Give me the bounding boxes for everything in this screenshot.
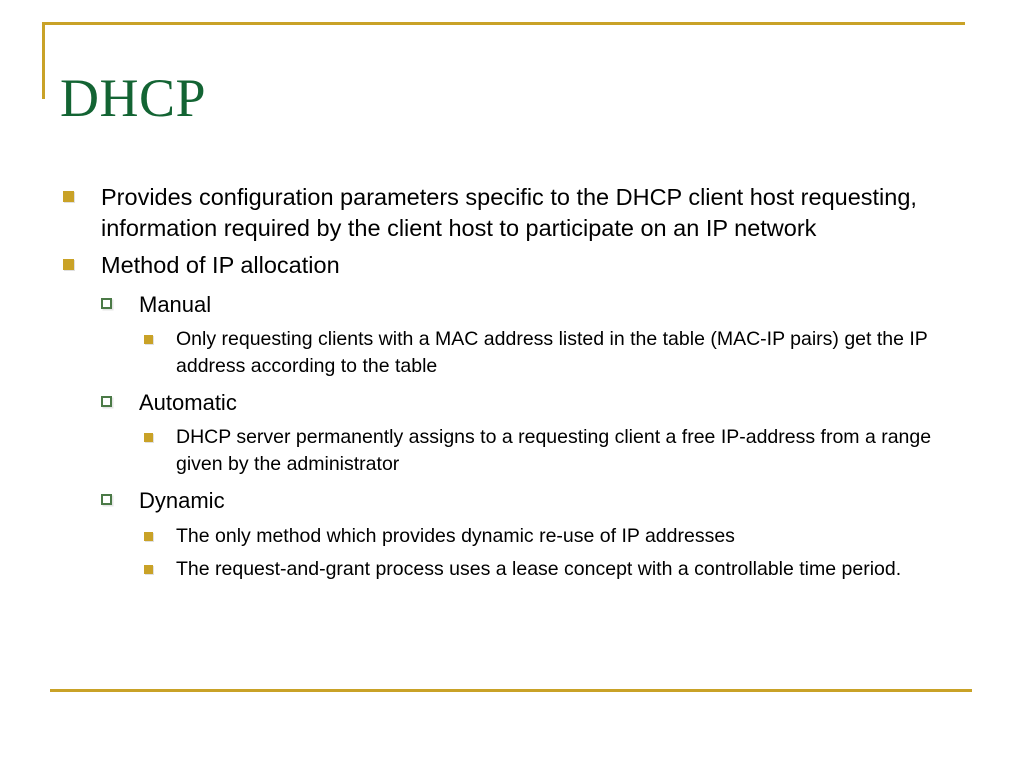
list-item-label: Only requesting clients with a MAC addre… [176, 328, 928, 377]
list-item: Manual [56, 290, 976, 319]
list-item: The only method which provides dynamic r… [56, 523, 976, 550]
hollow-green-square-bullet-icon [101, 396, 112, 408]
list-item-label: The request-and-grant process uses a lea… [176, 558, 902, 581]
title-top-rule [42, 22, 965, 25]
bullet-list: Provides configuration parameters specif… [56, 182, 976, 583]
list-item: DHCP server permanently assigns to a req… [56, 424, 976, 477]
small-filled-gold-square-bullet-icon [144, 335, 153, 344]
list-item-label: Manual [139, 291, 212, 317]
list-item-label: Dynamic [139, 488, 225, 514]
list-item: The request-and-grant process uses a lea… [56, 556, 976, 583]
filled-gold-square-bullet-icon [63, 191, 74, 202]
list-item: Method of IP allocation [56, 250, 976, 281]
list-item-label: DHCP server permanently assigns to a req… [176, 426, 932, 475]
list-item-label: The only method which provides dynamic r… [176, 524, 735, 547]
list-item-label: Provides configuration parameters specif… [101, 184, 917, 242]
hollow-green-square-bullet-icon [101, 297, 112, 309]
small-filled-gold-square-bullet-icon [144, 433, 153, 443]
list-item-label: Automatic [139, 390, 237, 416]
list-item-label: Method of IP allocation [101, 251, 340, 278]
list-item: Only requesting clients with a MAC addre… [56, 326, 976, 379]
list-item: Provides configuration parameters specif… [56, 182, 976, 245]
list-item: Dynamic [56, 486, 976, 515]
page-title: DHCP [60, 67, 207, 128]
small-filled-gold-square-bullet-icon [144, 531, 153, 541]
title-left-rule [42, 22, 45, 99]
hollow-green-square-bullet-icon [101, 494, 112, 506]
footer-rule [50, 689, 972, 692]
filled-gold-square-bullet-icon [63, 258, 74, 270]
small-filled-gold-square-bullet-icon [144, 565, 153, 575]
list-item: Automatic [56, 388, 976, 417]
